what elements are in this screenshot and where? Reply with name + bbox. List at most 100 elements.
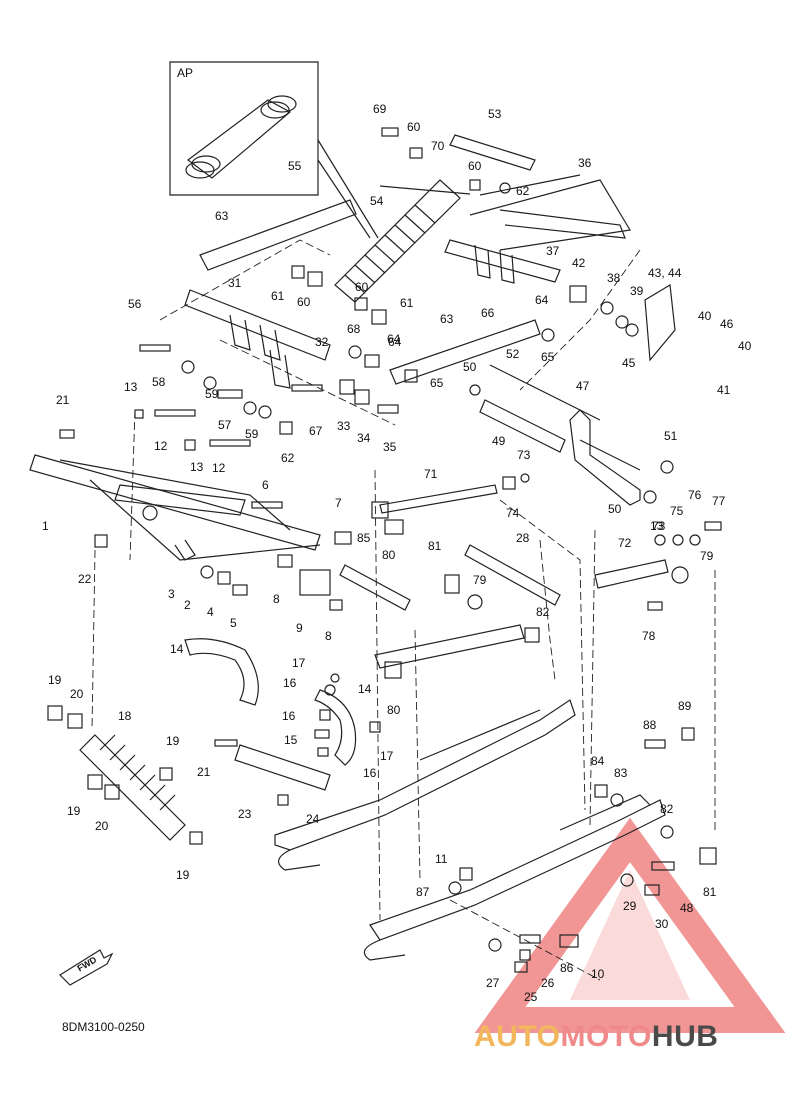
logo-part-moto: MOTO <box>560 1020 652 1053</box>
logo-part-auto: AUTO <box>474 1020 561 1053</box>
part-number-label: 27 <box>486 976 500 990</box>
part-number-label: 9 <box>296 621 303 635</box>
part-number-label: 39 <box>630 284 644 298</box>
part-number-label: 14 <box>358 682 372 696</box>
rod-71 <box>379 484 498 514</box>
band-14-right <box>314 689 357 766</box>
part-number-label: 17 <box>292 656 306 670</box>
automotohub-logo: AUTOMOTOHUB <box>474 1020 718 1054</box>
part-number-label: 29 <box>623 899 637 913</box>
part-number-label: 81 <box>428 539 442 553</box>
part-number-label: 62 <box>281 451 295 465</box>
part-number-label: 24 <box>306 812 320 826</box>
part-number-label: 64 <box>535 293 549 307</box>
part-number-label: 60 <box>407 120 421 134</box>
part-number-label: 78 <box>642 629 656 643</box>
part-number-label: 12 <box>212 461 226 475</box>
watermark-triangle <box>474 817 786 1033</box>
part-number-label: 40 <box>738 339 752 353</box>
band-14-left <box>184 638 259 706</box>
part-number-label: 73 <box>652 519 666 533</box>
part-number-label: 30 <box>655 917 669 931</box>
part-number-label: 47 <box>576 379 590 393</box>
part-number-label: 67 <box>309 424 323 438</box>
drawing-code: 8DM3100-0250 <box>62 1020 145 1034</box>
part-number-label: 37 <box>546 244 560 258</box>
part-number-label: 71 <box>424 467 438 481</box>
part-number-label: 49 <box>492 434 506 448</box>
part-number-label: 11 <box>435 852 448 866</box>
part-number-label: 38 <box>607 271 621 285</box>
part-number-label: 32 <box>315 335 329 349</box>
front-swing-arm-1 <box>29 454 321 561</box>
rear-arm-36 <box>449 134 631 251</box>
part-number-label: 13 <box>124 380 138 394</box>
part-number-label: 17 <box>380 749 394 763</box>
part-number-label: 89 <box>678 699 692 713</box>
detail-box <box>169 61 319 196</box>
part-number-label: 19 <box>176 868 190 882</box>
part-number-label: 63 <box>215 209 229 223</box>
part-number-label: 57 <box>218 418 232 432</box>
part-number-label: 56 <box>128 297 142 311</box>
part-number-label: 19 <box>166 734 180 748</box>
arm-24 <box>234 744 331 791</box>
bracket-47 <box>569 409 641 506</box>
part-number-label: 3 <box>168 587 175 601</box>
slide-rail-left <box>274 699 576 871</box>
part-number-label: 55 <box>288 159 302 173</box>
rear-shock-54 <box>334 179 471 303</box>
part-number-label: 51 <box>664 429 678 443</box>
shaft-85 <box>339 564 411 611</box>
part-number-label: 12 <box>154 439 168 453</box>
part-number-label: 52 <box>506 347 520 361</box>
part-number-label: 21 <box>197 765 211 779</box>
part-number-label: 61 <box>400 296 414 310</box>
part-number-label: 46 <box>720 317 734 331</box>
rod-63-lower <box>389 319 541 385</box>
part-number-label: 70 <box>431 139 445 153</box>
part-number-label: 50 <box>463 360 477 374</box>
front-shock-18 <box>79 734 186 841</box>
part-number-label: 43, 44 <box>648 266 682 280</box>
part-number-label: 76 <box>688 488 702 502</box>
part-number-label: 81 <box>703 885 717 899</box>
part-number-label: 22 <box>78 572 92 586</box>
part-number-label: 41 <box>717 383 731 397</box>
part-number-label: 42 <box>572 256 586 270</box>
bracket-72 <box>594 559 669 589</box>
part-number-label: 63 <box>440 312 454 326</box>
part-number-label: 59 <box>245 427 259 441</box>
part-number-label: 69 <box>373 102 387 116</box>
part-number-label: 86 <box>560 961 574 975</box>
part-number-label: 68 <box>347 322 361 336</box>
part-number-label: 20 <box>70 687 84 701</box>
part-number-label: 19 <box>48 673 62 687</box>
part-number-label: 16 <box>363 766 377 780</box>
part-number-label: 26 <box>541 976 555 990</box>
part-number-label: 36 <box>578 156 592 170</box>
part-number-label: 80 <box>382 548 396 562</box>
plate-43-44 <box>644 284 676 362</box>
slide-rail-right <box>363 794 666 961</box>
part-number-label: 10 <box>591 967 605 981</box>
part-number-label: 50 <box>608 502 622 516</box>
part-number-label: 2 <box>184 598 191 612</box>
part-number-label: 64 <box>388 335 402 349</box>
part-number-label: 79 <box>473 573 487 587</box>
line-art <box>29 61 722 986</box>
part-number-label: 82 <box>660 802 674 816</box>
part-number-label: 61 <box>271 289 285 303</box>
part-number-label: 64 <box>387 332 401 346</box>
part-number-label: 6 <box>262 478 269 492</box>
part-number-label: 7 <box>335 496 342 510</box>
part-number-label: 21 <box>56 393 70 407</box>
part-number-label: 16 <box>283 676 297 690</box>
rubber-boot-55 <box>185 95 297 179</box>
part-number-label: 23 <box>238 807 252 821</box>
part-number-label: 33 <box>337 419 351 433</box>
part-number-label: 85 <box>357 531 371 545</box>
strut-82 <box>374 624 525 669</box>
part-number-label: 28 <box>516 531 530 545</box>
part-number-label: 40 <box>698 309 712 323</box>
